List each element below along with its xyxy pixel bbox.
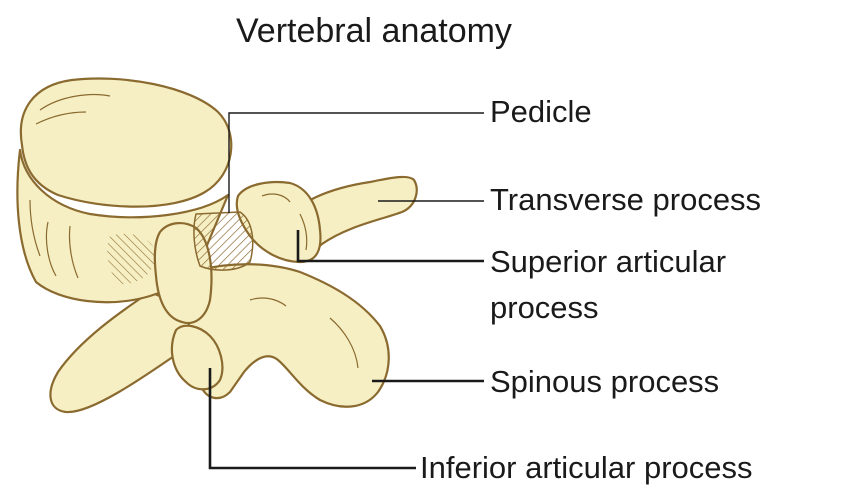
label-transverse-process: Transverse process xyxy=(490,182,761,218)
vertebral-body-top xyxy=(21,78,231,206)
pedicle-hatching xyxy=(194,212,253,270)
label-pedicle: Pedicle xyxy=(490,94,592,130)
label-superior-articular-line1: Superior articular xyxy=(490,244,726,280)
label-superior-articular-line2: process xyxy=(490,290,599,326)
label-inferior-articular-process: Inferior articular process xyxy=(420,450,753,486)
label-spinous-process: Spinous process xyxy=(490,364,719,400)
spinous-process-mass xyxy=(189,264,389,406)
